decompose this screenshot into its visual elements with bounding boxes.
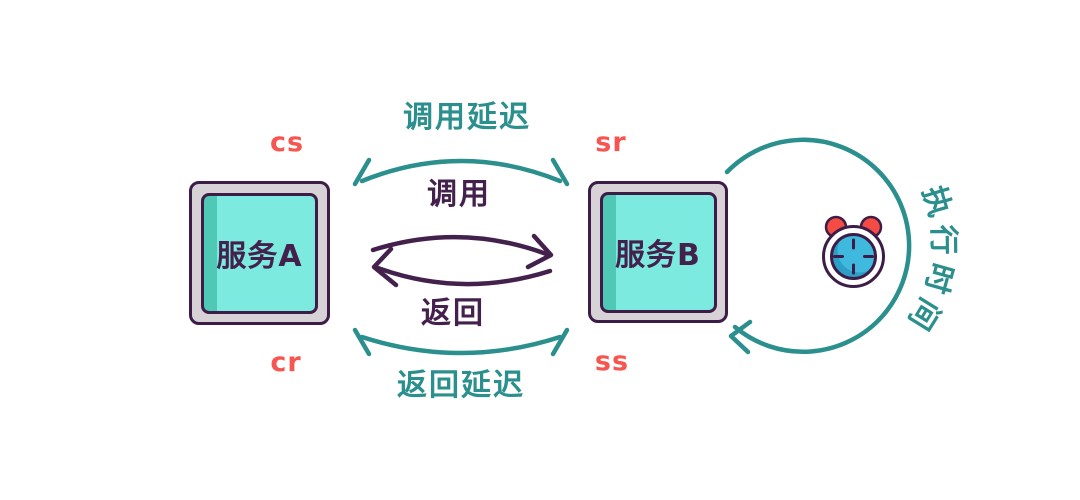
service-b-node: 服务B xyxy=(588,181,728,323)
timestamp-sr-label: sr xyxy=(595,127,627,158)
execution-loop-arrow xyxy=(724,137,912,355)
call-latency-label: 调用延迟 xyxy=(403,100,531,135)
service-b-label: 服务B xyxy=(615,238,701,273)
call-arrow xyxy=(370,233,554,270)
call-latency-span xyxy=(352,157,570,187)
service-a-body: 服务A xyxy=(201,192,318,314)
return-arrow xyxy=(371,246,553,288)
service-a-label: 服务A xyxy=(216,239,303,274)
call-label: 调用 xyxy=(427,177,491,212)
alarm-clock-icon xyxy=(822,215,885,288)
timestamp-ss-label: ss xyxy=(594,346,630,377)
service-b-body: 服务B xyxy=(599,191,717,313)
service-a-node: 服务A xyxy=(189,181,330,325)
return-latency-span xyxy=(352,327,570,357)
return-latency-label: 返回延迟 xyxy=(397,368,525,403)
return-label: 返回 xyxy=(421,296,485,331)
timestamp-cr-label: cr xyxy=(270,347,302,378)
timestamp-cs-label: cs xyxy=(269,127,305,158)
